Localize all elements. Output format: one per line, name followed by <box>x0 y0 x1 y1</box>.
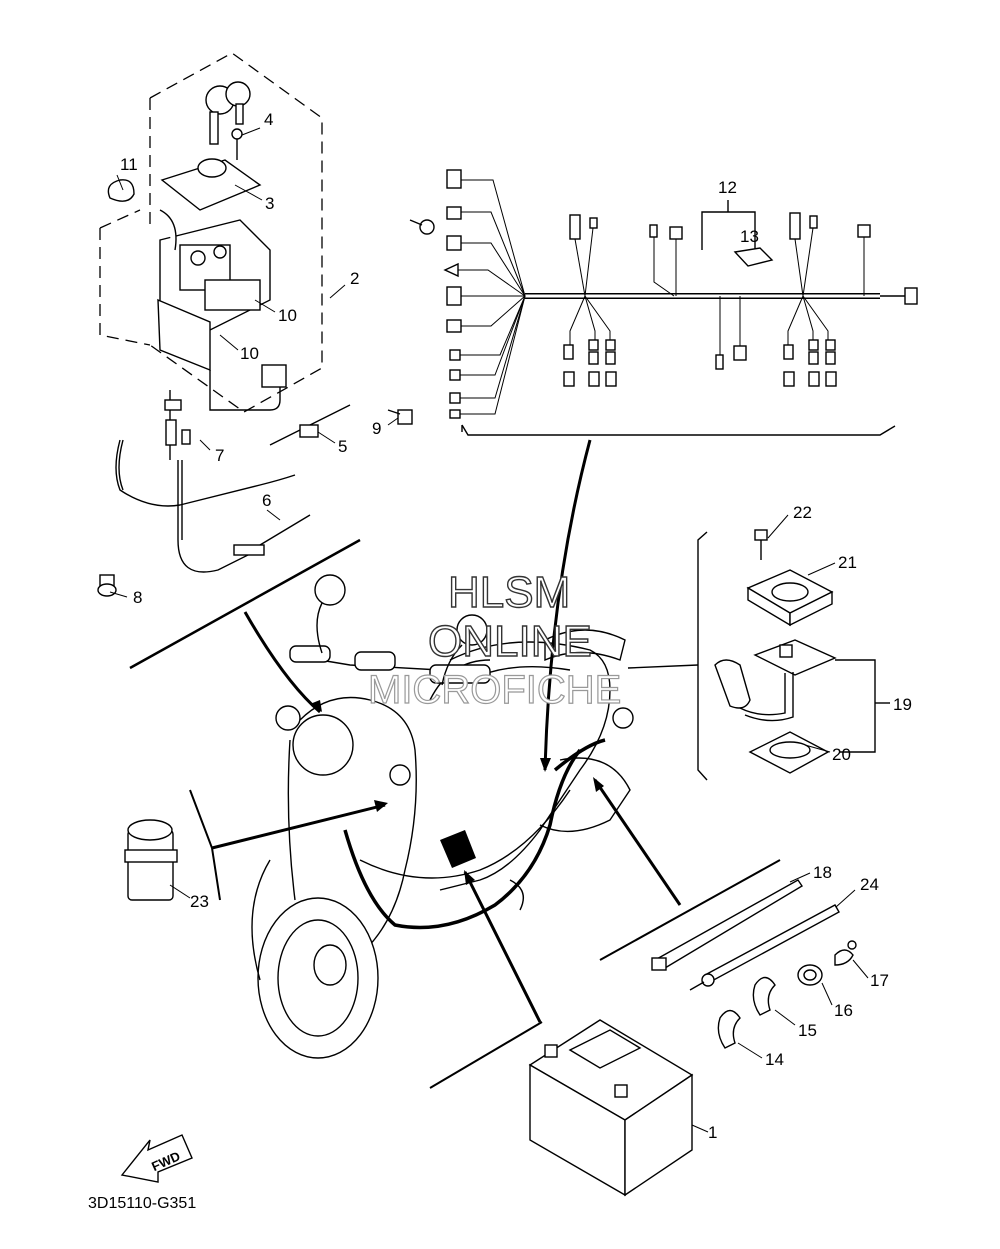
fuse-icon <box>733 247 774 267</box>
callout-label: 23 <box>190 892 209 911</box>
bolt-icon <box>387 409 413 425</box>
callout-label: 21 <box>838 553 857 572</box>
ignition-group <box>99 52 435 425</box>
callout-label: 19 <box>893 695 912 714</box>
main-switch-body-icon <box>157 209 271 372</box>
callout-label: 8 <box>133 588 142 607</box>
watermark-line-2: ONLINE <box>428 617 592 666</box>
callout-label: 4 <box>264 110 273 129</box>
watermark: HLSM ONLINE MICROFICHE <box>367 567 622 712</box>
callout-label: 5 <box>338 437 347 456</box>
callout-label: 10 <box>240 344 259 363</box>
callout-label: 18 <box>813 863 832 882</box>
leader-lines <box>129 425 781 1089</box>
relay-icon <box>124 819 178 901</box>
lock-cap-icon <box>107 179 135 202</box>
watermark-line-1: HLSM <box>448 568 570 617</box>
sensor-group <box>627 529 890 781</box>
watermark-line-3: MICROFICHE <box>368 668 621 712</box>
callout-label: 14 <box>765 1050 784 1069</box>
callout-label: 1 <box>708 1123 717 1142</box>
callout-label: 3 <box>265 194 274 213</box>
ignition-key-icon <box>205 81 251 145</box>
callout-label: 20 <box>832 745 851 764</box>
callout-label: 2 <box>350 269 359 288</box>
callout-label: 16 <box>834 1001 853 1020</box>
drawing-code: 3D15110-G351 <box>88 1195 196 1212</box>
bolt-icon <box>409 219 435 235</box>
callout-label: 6 <box>262 491 271 510</box>
callout-label: 9 <box>372 419 381 438</box>
callout-label: 10 <box>278 306 297 325</box>
callout-label: 13 <box>740 227 759 246</box>
callout-label: 11 <box>120 155 138 174</box>
callout-label: 22 <box>793 503 812 522</box>
connector-icon <box>446 169 462 419</box>
callout-label: 7 <box>215 446 224 465</box>
cables-group <box>97 390 351 597</box>
callout-leaders <box>109 127 869 1133</box>
wire-harness-group <box>443 169 918 436</box>
fasteners-group <box>651 879 857 1049</box>
battery-icon <box>528 1019 694 1197</box>
fwd-arrow-icon: FWD <box>120 1134 193 1183</box>
callout-labels: 1 2 3 4 5 6 7 8 9 10 10 11 12 13 14 15 1… <box>120 110 912 1142</box>
switch-cover-icon <box>160 158 262 211</box>
screw-icon <box>231 128 243 160</box>
callout-label: 24 <box>860 875 879 894</box>
scooter-illustration <box>251 574 634 1059</box>
callout-label: 15 <box>798 1021 817 1040</box>
callout-label: 12 <box>718 178 737 197</box>
callout-label: 17 <box>870 971 889 990</box>
bolt-icon <box>97 574 117 597</box>
